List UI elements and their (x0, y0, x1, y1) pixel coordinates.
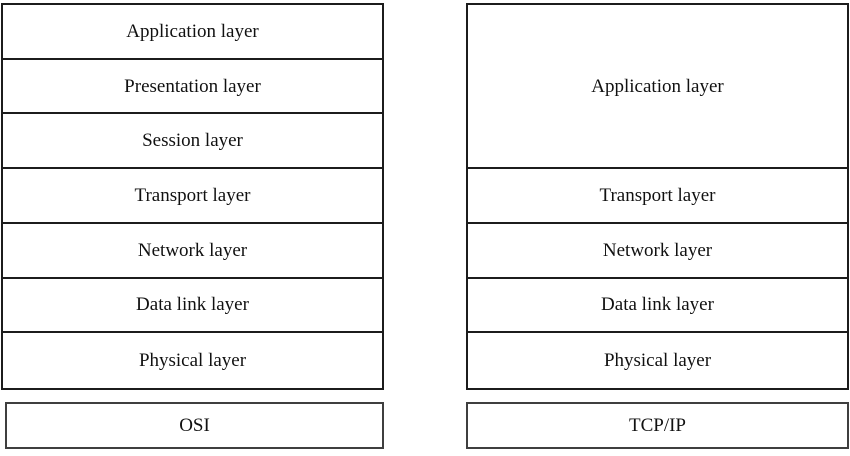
tcpip-layer-datalink-box: Data link layer (468, 278, 847, 334)
osi-layer-physical-box: Physical layer (3, 333, 382, 388)
osi-layer-session-box: Session layer (3, 114, 382, 170)
tcpip-layer-application-box: Application layer (468, 5, 847, 170)
tcpip-layer-network-box: Network layer (468, 223, 847, 279)
osi-layer-presentation-box: Presentation layer (3, 59, 382, 115)
osi-model-label-box: OSI (5, 402, 384, 449)
tcpip-layer-transport-box: Transport layer (468, 169, 847, 224)
tcpip-model-label-box: TCP/IP (466, 402, 849, 449)
osi-layer-application-box: Application layer (3, 5, 382, 60)
tcpip-layer-stack: Application layer Transport layer Networ… (466, 3, 849, 390)
osi-layer-stack: Application layer Presentation layer Ses… (1, 3, 384, 390)
osi-layer-transport-box: Transport layer (3, 169, 382, 224)
tcpip-layer-physical-box: Physical layer (468, 333, 847, 388)
osi-layer-datalink-box: Data link layer (3, 278, 382, 334)
osi-layer-network-box: Network layer (3, 223, 382, 279)
